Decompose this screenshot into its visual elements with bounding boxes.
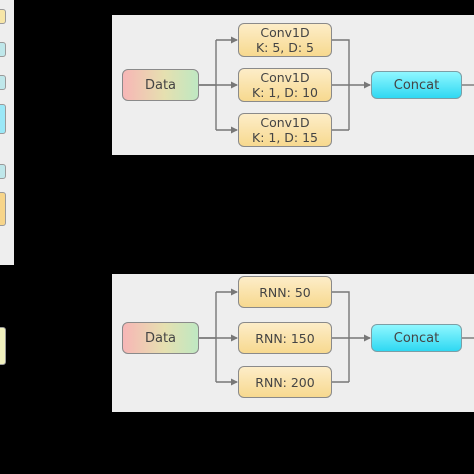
side-chip-cyan — [0, 104, 6, 134]
branch-3-line-1: Conv1D — [260, 115, 310, 130]
rnn-branch-3-label: RNN: 200 — [255, 374, 315, 390]
top-branch-node-1: Conv1D K: 5, D: 5 — [238, 23, 332, 57]
top-data-label: Data — [144, 77, 177, 93]
branch-1-line-1: Conv1D — [260, 25, 310, 40]
top-concat-label: Concat — [393, 77, 440, 93]
rnn-branch-1-label: RNN: 50 — [259, 284, 311, 300]
bottom-branch-node-2: RNN: 150 — [238, 322, 332, 354]
branch-2-line-2: K: 1, D: 10 — [252, 85, 318, 100]
top-merge-line — [332, 39, 350, 131]
branch-2-line-1: Conv1D — [260, 70, 310, 85]
side-chip-yellow-2 — [0, 327, 6, 365]
side-chip-yellow-1 — [0, 9, 6, 24]
branch-1-line-2: K: 5, D: 5 — [255, 40, 315, 55]
bottom-data-node: Data — [122, 322, 199, 354]
top-data-node: Data — [122, 69, 199, 101]
bottom-concat-node: Concat — [371, 324, 462, 352]
bottom-concat-label: Concat — [393, 330, 440, 346]
bottom-branch-node-1: RNN: 50 — [238, 276, 332, 308]
bottom-data-label: Data — [144, 330, 177, 346]
side-chip-orange — [0, 192, 6, 226]
bottom-split-line — [199, 292, 217, 382]
rnn-branch-2-label: RNN: 150 — [255, 330, 315, 346]
top-branch-node-2: Conv1D K: 1, D: 10 — [238, 68, 332, 102]
side-chip-teal-2 — [0, 75, 6, 90]
bottom-branch-node-3: RNN: 200 — [238, 366, 332, 398]
top-branch-node-3: Conv1D K: 1, D: 15 — [238, 113, 332, 147]
side-chip-teal-3 — [0, 164, 6, 179]
branch-3-line-2: K: 1, D: 15 — [252, 130, 318, 145]
bottom-merge-line — [332, 291, 350, 383]
side-chip-teal-1 — [0, 42, 6, 57]
top-concat-node: Concat — [371, 71, 462, 99]
